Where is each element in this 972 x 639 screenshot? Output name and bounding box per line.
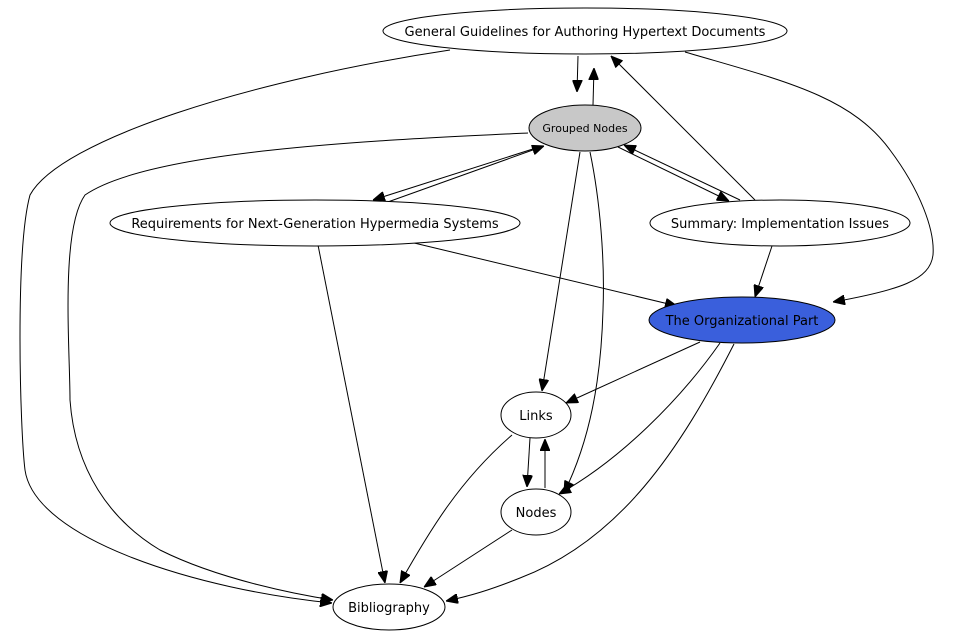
node-general-guidelines[interactable]: General Guidelines for Authoring Hyperte… bbox=[382, 7, 788, 55]
node-label: Links bbox=[519, 409, 553, 424]
node-organizational-part[interactable]: The Organizational Part bbox=[648, 296, 836, 344]
edge-summary-to-organizational-part bbox=[755, 245, 773, 297]
edge-requirements-to-organizational-part bbox=[409, 241, 677, 306]
node-grouped-nodes[interactable]: Grouped Nodes bbox=[528, 104, 642, 152]
edge-nodes-to-bibliography bbox=[424, 529, 513, 587]
node-bibliography[interactable]: Bibliography bbox=[332, 583, 446, 631]
edge-summary-to-guidelines bbox=[611, 56, 756, 201]
node-label: Bibliography bbox=[348, 601, 430, 616]
node-requirements[interactable]: Requirements for Next-Generation Hyperme… bbox=[109, 199, 521, 247]
edge-grouped-nodes-to-bibliography bbox=[67, 132, 529, 600]
node-label: General Guidelines for Authoring Hyperte… bbox=[405, 25, 766, 40]
edge-links-to-nodes bbox=[527, 437, 530, 487]
edge-guidelines-to-grouped-nodes bbox=[577, 55, 578, 92]
edge-requirements-to-grouped-nodes bbox=[384, 146, 544, 204]
edge-grouped-nodes-to-nodes bbox=[564, 151, 604, 493]
node-nodes[interactable]: Nodes bbox=[500, 488, 572, 536]
edge-grouped-nodes-to-guidelines bbox=[593, 68, 594, 106]
edge-guidelines-to-organizational-part bbox=[684, 51, 934, 302]
edge-links-to-bibliography bbox=[400, 434, 513, 583]
node-label: Grouped Nodes bbox=[542, 122, 627, 135]
edge-requirements-to-bibliography bbox=[317, 244, 385, 583]
edge-grouped-nodes-to-links bbox=[542, 151, 581, 391]
edge-organizational-part-to-links bbox=[566, 341, 701, 403]
node-label: Nodes bbox=[516, 506, 557, 521]
node-label: The Organizational Part bbox=[665, 314, 819, 329]
edge-organizational-part-to-nodes bbox=[559, 342, 721, 494]
edge-summary-to-grouped-nodes bbox=[624, 145, 741, 201]
node-label: Summary: Implementation Issues bbox=[671, 217, 889, 232]
node-links[interactable]: Links bbox=[500, 391, 572, 439]
edge-grouped-nodes-to-requirements bbox=[373, 147, 537, 200]
node-summary-implementation-issues[interactable]: Summary: Implementation Issues bbox=[649, 199, 911, 247]
edge-organizational-part-to-bibliography bbox=[446, 343, 735, 601]
node-label: Requirements for Next-Generation Hyperme… bbox=[131, 217, 499, 232]
edge-grouped-nodes-to-summary bbox=[617, 146, 729, 201]
edge-guidelines-to-bibliography bbox=[19, 49, 451, 603]
